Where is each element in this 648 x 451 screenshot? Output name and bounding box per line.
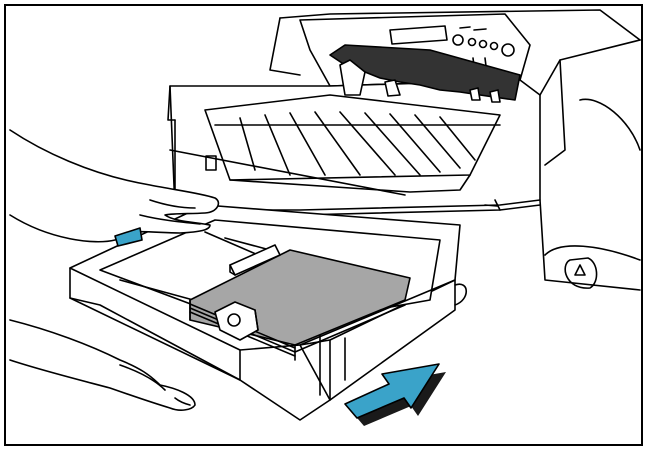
tray-release-tab-icon[interactable] [114,227,143,247]
push-in-arrow-icon [344,363,446,426]
paper-guide-side[interactable] [229,244,281,276]
panel-button [501,43,515,57]
panel-button [489,41,499,51]
panel-button [467,37,477,47]
figure-frame [4,4,643,446]
control-panel [389,25,515,67]
panel-button [478,39,488,49]
power-button [452,34,464,46]
output-tray [169,94,501,196]
front-indicator [205,155,217,171]
left-hand-lower [9,319,196,411]
paper-guide-front[interactable] [214,301,259,341]
lcd-display [389,25,448,45]
output-slot [329,44,521,103]
